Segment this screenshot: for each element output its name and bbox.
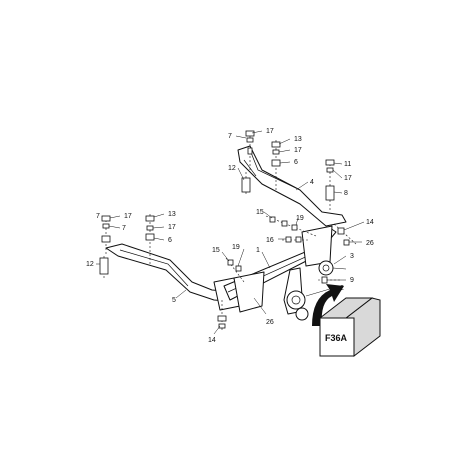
fastener-group-14-lower [217, 300, 227, 330]
bolt-stack-13-17-6 [271, 140, 281, 190]
label-13-upper: 13 [294, 136, 302, 143]
bolt-stack-11-17-8 [325, 159, 335, 212]
label-17-left-top: 17 [124, 213, 132, 220]
label-17-upper-right: 17 [294, 147, 302, 154]
label-7-left-lower: 7 [122, 225, 126, 232]
leader-lines [96, 130, 365, 335]
f36a-badge: F36A [318, 297, 381, 357]
label-7-left: 7 [96, 213, 100, 220]
label-26-lower: 26 [266, 319, 274, 326]
fastener-group-15-19-upper [265, 215, 317, 237]
label-11: 11 [344, 161, 351, 168]
label-13-left: 13 [168, 211, 176, 218]
label-3: 3 [350, 253, 354, 260]
label-14-right: 14 [366, 219, 374, 226]
bolt-stack-13-17-6-lower [145, 214, 155, 264]
label-9: 9 [350, 277, 354, 284]
label-12-upper: 12 [228, 165, 236, 172]
part-labels: 7 17 13 17 6 12 11 17 8 4 7 17 13 17 6 7… [86, 128, 374, 344]
label-2: 2 [340, 285, 344, 292]
tow-ball-neck-part-2 [283, 267, 309, 321]
label-6-left: 6 [168, 237, 172, 244]
label-15-upper: 15 [256, 209, 264, 216]
fastener-group-14-26-right [333, 223, 357, 246]
badge-code: F36A [325, 333, 348, 343]
label-17-upper-left: 17 [266, 128, 274, 135]
label-14-lower: 14 [208, 337, 216, 344]
bolt-stack-7-17-left [245, 130, 255, 170]
label-19-lower: 19 [232, 244, 240, 251]
curved-arrow [312, 284, 344, 326]
label-8: 8 [344, 190, 348, 197]
label-4: 4 [310, 179, 314, 186]
bolt-stack-7-17-lower [101, 215, 111, 256]
label-7-upper: 7 [228, 133, 232, 140]
label-12-lower: 12 [86, 261, 94, 268]
bolt-12-upper [241, 172, 251, 196]
label-19-upper: 19 [296, 215, 304, 222]
label-1: 1 [256, 247, 260, 254]
label-16: 16 [266, 237, 274, 244]
bolt-12-lower [99, 256, 109, 280]
label-5: 5 [172, 297, 176, 304]
label-26-right: 26 [366, 240, 374, 247]
coupling-part-3 [318, 260, 334, 276]
fastener-group-15-19-lower [225, 257, 245, 283]
label-17-right: 17 [344, 175, 352, 182]
right-rail-part-4 [237, 145, 347, 227]
label-15-lower: 15 [212, 247, 220, 254]
label-6-upper: 6 [294, 159, 298, 166]
label-17-left-mid: 17 [168, 224, 176, 231]
fastener-group-16 [282, 236, 310, 243]
